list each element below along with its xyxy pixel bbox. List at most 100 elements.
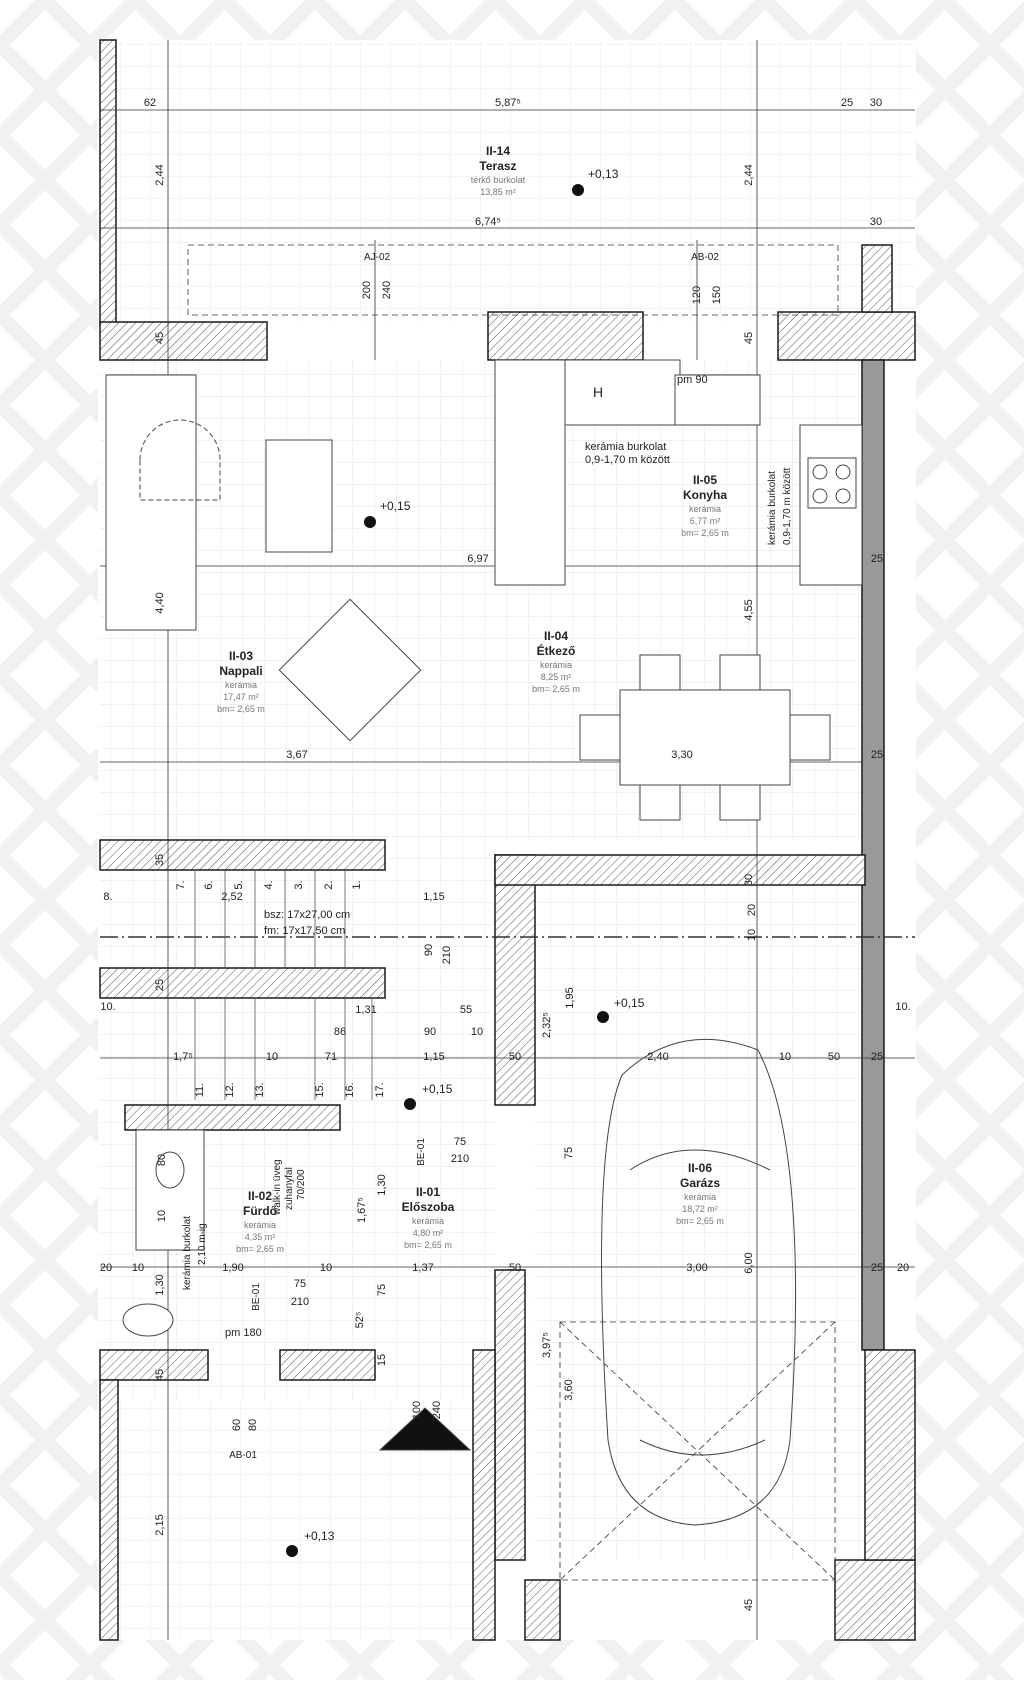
note: 0,9-1,70 m között: [585, 454, 670, 466]
svg-text:30: 30: [870, 216, 882, 228]
svg-text:75: 75: [563, 1147, 575, 1159]
svg-text:50: 50: [509, 1262, 521, 1274]
svg-text:1,95: 1,95: [564, 987, 576, 1008]
svg-text:6.: 6.: [203, 880, 215, 889]
svg-text:3,00: 3,00: [686, 1262, 707, 1274]
svg-text:52⁵: 52⁵: [354, 1312, 366, 1329]
door-tag: AJ-02: [364, 252, 391, 263]
room-id: II-01: [416, 1185, 440, 1199]
level-markers: [286, 184, 609, 1557]
svg-text:90: 90: [423, 944, 435, 956]
svg-text:6,74⁵: 6,74⁵: [475, 216, 501, 228]
svg-text:6,97: 6,97: [467, 553, 488, 565]
svg-text:1,90: 1,90: [222, 1262, 243, 1274]
svg-text:2,44: 2,44: [154, 164, 166, 185]
door-tag: BE-01: [416, 1138, 427, 1166]
svg-text:10.: 10.: [100, 1001, 115, 1013]
door-tag: BE-01: [251, 1283, 262, 1311]
room-floor: térkő burkolat: [471, 175, 526, 185]
room-floor: kerámia: [689, 504, 721, 514]
room-name: Nappali: [219, 664, 262, 678]
armchair: [278, 598, 422, 742]
svg-text:45: 45: [743, 1599, 755, 1611]
dining-table: [619, 689, 791, 786]
svg-text:3,60: 3,60: [563, 1379, 575, 1400]
svg-text:71: 71: [325, 1051, 337, 1063]
room-floor: kerámia: [412, 1216, 444, 1226]
room-hallway: II-01 Előszoba kerámia 4,80 m² bm= 2,65 …: [402, 1185, 455, 1250]
room-area: 8,25 m²: [541, 672, 572, 682]
stairs: [194, 870, 373, 1100]
svg-text:1,37: 1,37: [412, 1262, 433, 1274]
svg-text:100: 100: [411, 1401, 423, 1419]
note: kerámia burkolat: [182, 1216, 193, 1290]
room-area: 17,47 m²: [223, 692, 259, 702]
sofa: [105, 374, 197, 631]
svg-text:25: 25: [871, 553, 883, 565]
washbasin: [122, 1303, 174, 1337]
svg-text:200: 200: [361, 281, 373, 299]
svg-text:20: 20: [100, 1262, 112, 1274]
svg-text:75: 75: [294, 1278, 306, 1290]
svg-text:2,32⁵: 2,32⁵: [541, 1012, 553, 1038]
door-tag: AB-01: [229, 1450, 257, 1461]
dimension-lines: [100, 40, 915, 1640]
note: bsz: 17x27,00 cm: [264, 909, 350, 921]
svg-text:210: 210: [291, 1296, 309, 1308]
note: kerámia burkolat: [585, 441, 666, 453]
room-floor: kerámia: [225, 680, 257, 690]
note: 0,9-1,70 m között: [782, 468, 793, 545]
room-dining: II-04 Étkező kerámia 8,25 m² bm= 2,65 m: [532, 629, 580, 694]
note: 70/200: [296, 1169, 307, 1200]
room-name: Terasz: [479, 159, 516, 173]
svg-text:10.: 10.: [895, 1001, 910, 1013]
svg-text:13.: 13.: [254, 1082, 266, 1097]
svg-text:75: 75: [376, 1284, 388, 1296]
svg-text:1,15: 1,15: [423, 891, 444, 903]
level-label: +0,15: [422, 1082, 453, 1096]
furniture: [105, 359, 863, 1526]
svg-text:10: 10: [266, 1051, 278, 1063]
room-name: Konyha: [683, 488, 727, 502]
room-height: bm= 2,65 m: [217, 704, 265, 714]
room-height: bm= 2,65 m: [532, 684, 580, 694]
room-floor: kerámia: [684, 1192, 716, 1202]
svg-text:15.: 15.: [314, 1082, 326, 1097]
svg-text:25: 25: [154, 979, 166, 991]
svg-text:60: 60: [231, 1419, 243, 1431]
svg-text:86: 86: [334, 1026, 346, 1038]
svg-text:4,55: 4,55: [743, 599, 755, 620]
svg-text:10: 10: [779, 1051, 791, 1063]
svg-text:10: 10: [471, 1026, 483, 1038]
svg-text:50: 50: [828, 1051, 840, 1063]
svg-text:12.: 12.: [224, 1082, 236, 1097]
room-id: II-03: [229, 649, 253, 663]
svg-text:20: 20: [746, 904, 758, 916]
dimension-labels: 62 5,87⁵ 25 30 2,44 2,44 6,74⁵ 30 200 24…: [100, 97, 909, 1611]
note: fm: 17x17,50 cm: [264, 925, 345, 937]
room-name: Előszoba: [402, 1200, 455, 1214]
svg-text:1,15: 1,15: [423, 1051, 444, 1063]
svg-text:45: 45: [154, 332, 166, 344]
svg-text:11.: 11.: [194, 1083, 206, 1097]
toilet-area: [135, 1129, 205, 1251]
coffee-table: [265, 439, 333, 553]
svg-text:25: 25: [871, 749, 883, 761]
room-area: 6,77 m²: [690, 516, 721, 526]
svg-text:62: 62: [144, 97, 156, 109]
svg-text:210: 210: [441, 946, 453, 964]
level-label: +0,13: [304, 1529, 335, 1543]
note: pm 90: [677, 374, 708, 386]
kitchen-counter: [494, 359, 566, 586]
svg-text:90: 90: [424, 1026, 436, 1038]
svg-text:3.: 3.: [293, 880, 305, 889]
svg-text:120: 120: [691, 286, 703, 304]
svg-text:25: 25: [871, 1051, 883, 1063]
room-area: 18,72 m²: [682, 1204, 718, 1214]
svg-text:2,15: 2,15: [154, 1514, 166, 1535]
svg-text:2.: 2.: [323, 880, 335, 889]
svg-text:2,52: 2,52: [221, 891, 242, 903]
svg-text:210: 210: [451, 1153, 469, 1165]
svg-text:1,31: 1,31: [355, 1004, 376, 1016]
